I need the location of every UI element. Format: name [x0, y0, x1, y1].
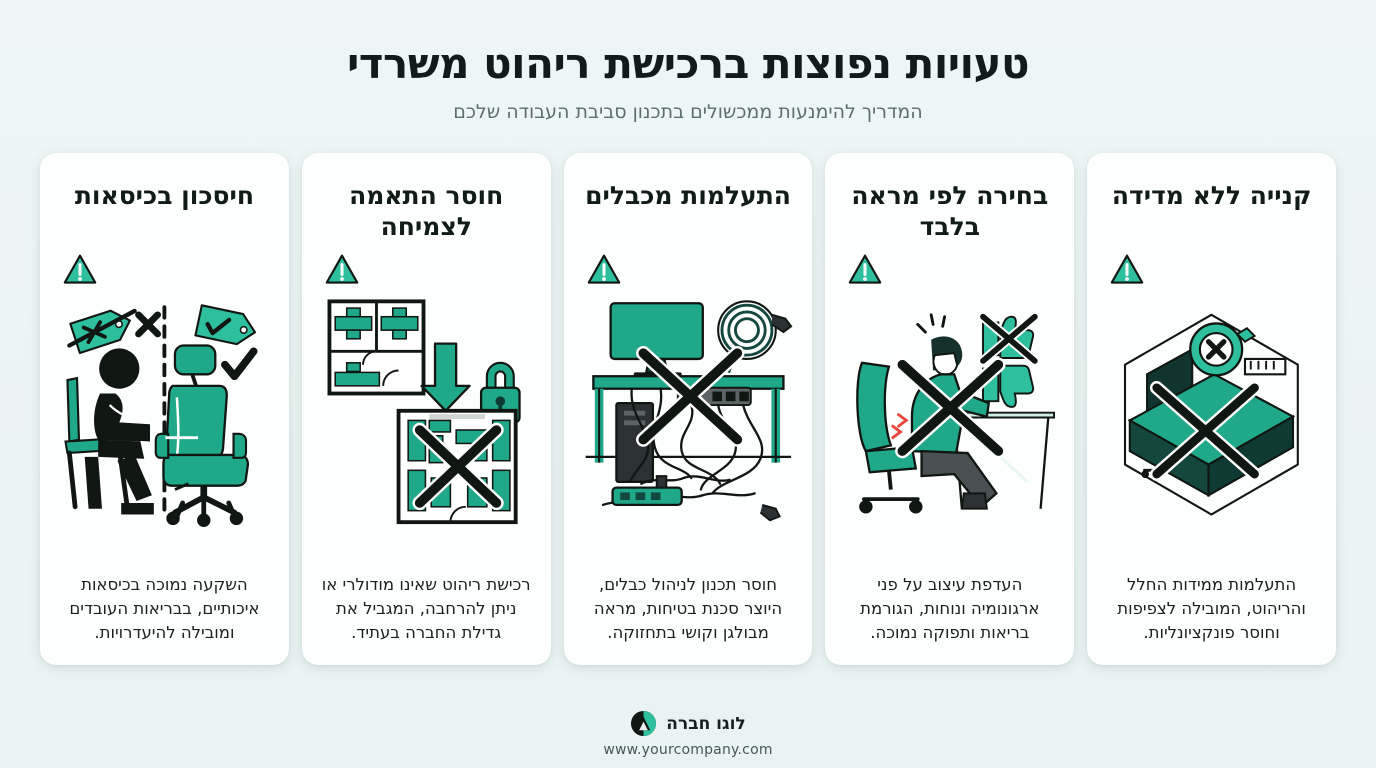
card-illustration	[578, 249, 799, 563]
floorplan-growth-lock-illustration	[327, 299, 521, 525]
card-no-growth-scalability[interactable]: חוסר התאמה לצמיחה	[301, 153, 551, 666]
card-illustration	[1101, 249, 1322, 563]
card-illustration	[316, 249, 537, 563]
card-title: בחירה לפי מראה בלבד	[851, 181, 1049, 241]
header: טעויות נפוצות ברכישת ריהוט משרדי המדריך …	[40, 26, 1336, 123]
card-body: השקעה נמוכה בכיסאות איכותיים, בבריאות הע…	[69, 575, 260, 643]
warning-triangle-icon	[587, 254, 620, 284]
card-body: רכישת ריהוט שאינו מודולרי או ניתן להרחבה…	[321, 575, 531, 643]
warning-triangle-icon	[849, 254, 882, 284]
brand-name: לוגו חברה	[666, 713, 746, 734]
warning-triangle-icon	[1110, 254, 1144, 284]
warning-triangle-icon	[325, 254, 359, 284]
warning-triangle-icon	[63, 254, 97, 284]
card-appearance-only-choice[interactable]: בחירה לפי מראה בלבד	[825, 153, 1075, 666]
card-body: התעלמות ממידות החלל והריהוט, המובילה לצפ…	[1117, 575, 1306, 643]
slouching-worker-backpain-illustration	[856, 312, 1056, 514]
cards-row: קנייה ללא מדידה	[40, 153, 1336, 704]
card-title: קנייה ללא מדידה	[1111, 181, 1312, 211]
company-circle-logo-icon	[631, 710, 657, 737]
card-illustration	[839, 249, 1060, 563]
card-body: חוסר תכנון לניהול כבלים, היוצר סכנת בטיח…	[593, 575, 783, 643]
card-ignoring-cables[interactable]: התעלמות מכבלים	[563, 153, 813, 666]
cheap-vs-ergonomic-chair-illustration	[64, 304, 258, 528]
card-body: העדפת עיצוב על פני ארגונומיה ונוחות, הגו…	[860, 575, 1040, 643]
card-buying-without-measuring[interactable]: קנייה ללא מדידה	[1087, 153, 1336, 666]
card-cheap-chairs[interactable]: חיסכון בכיסאות	[40, 153, 289, 666]
brand-url: www.yourcompany.com	[603, 742, 773, 758]
tangled-cables-desk-illustration	[585, 300, 793, 522]
page-subtitle: המדריך להימנעות ממכשולים בתכנון סביבת הע…	[453, 101, 923, 124]
card-title: חוסר התאמה לצמיחה	[349, 181, 504, 241]
card-illustration	[54, 249, 275, 563]
brand-row: לוגו חברה	[630, 710, 746, 737]
card-title: חיסכון בכיסאות	[74, 181, 255, 211]
card-title: התעלמות מכבלים	[585, 181, 791, 211]
page-title: טעויות נפוצות ברכישת ריהוט משרדי	[346, 39, 1030, 88]
room-desk-measuring-tape-illustration	[1124, 313, 1300, 516]
footer: לוגו חברה www.yourcompany.com	[40, 710, 1336, 758]
